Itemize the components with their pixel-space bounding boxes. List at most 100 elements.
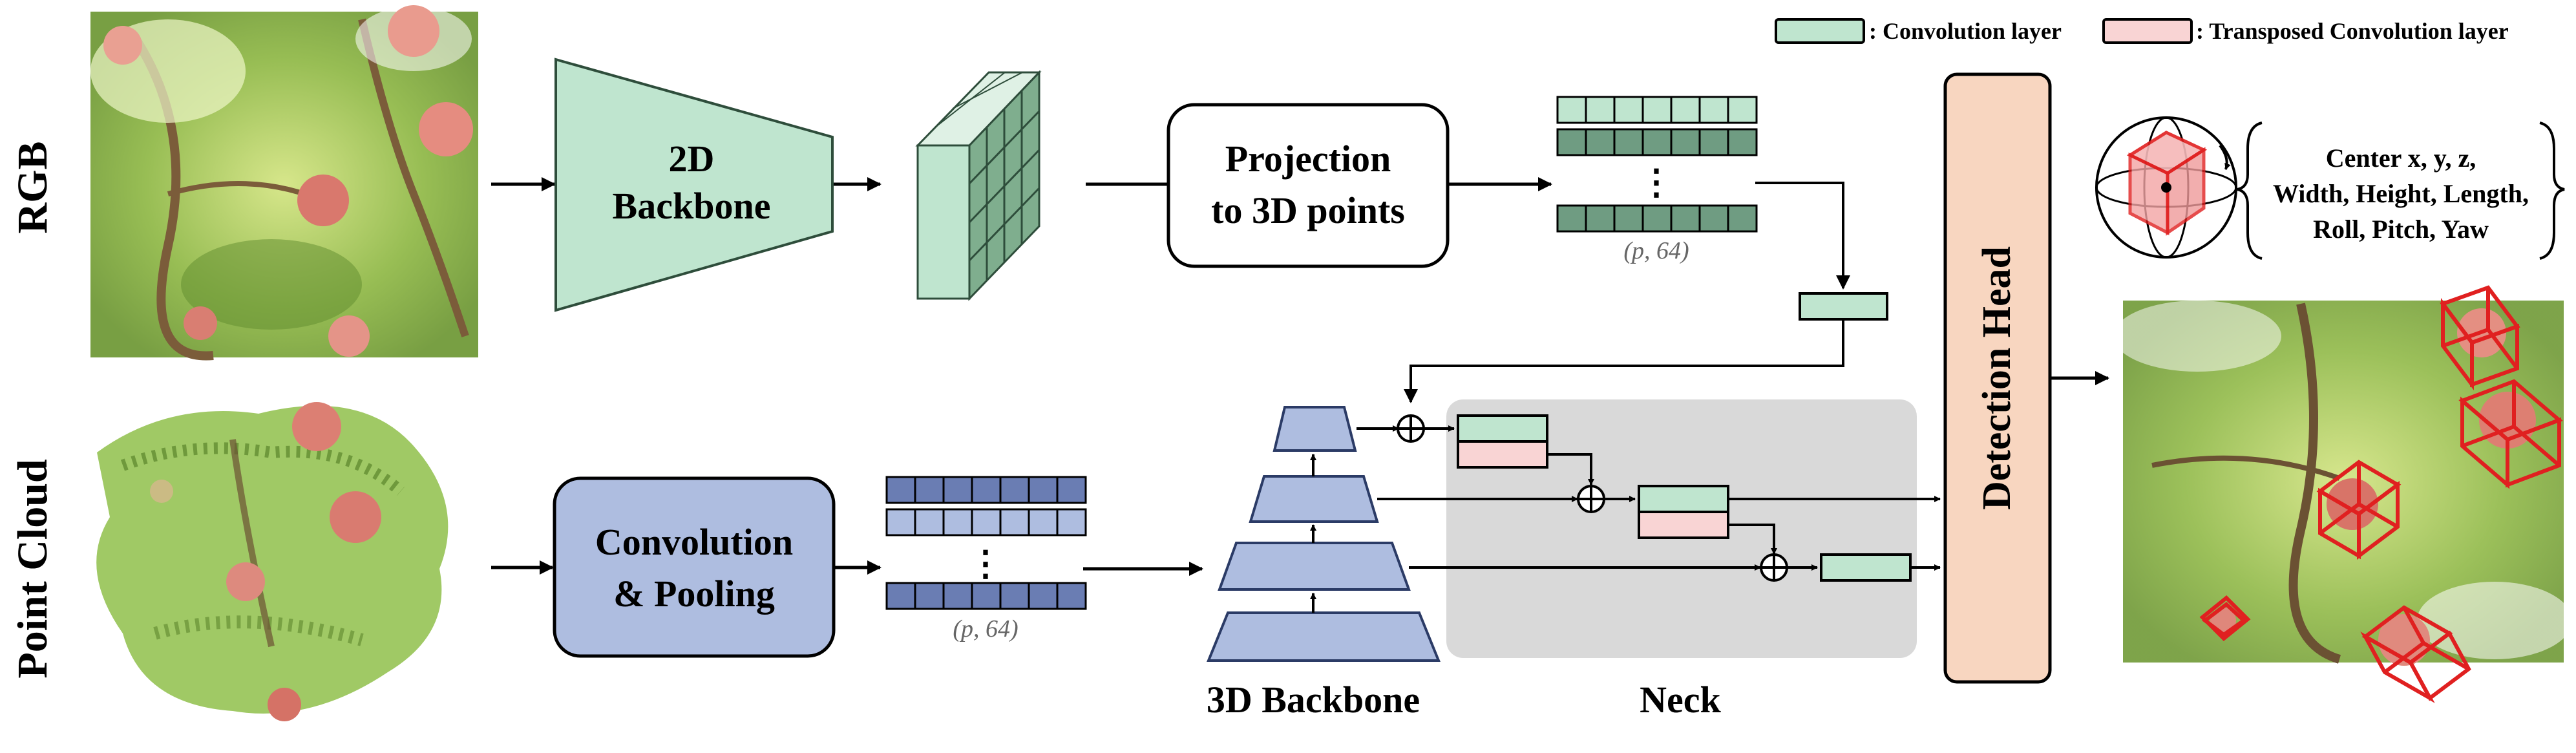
backbone-3d-stage-2 xyxy=(1218,542,1411,591)
feature-cell xyxy=(1556,128,1587,156)
feature-cell xyxy=(1670,96,1701,124)
backbone-3d-stage-4 xyxy=(1272,406,1357,452)
oriented-box-sphere-icon xyxy=(2095,116,2237,259)
feature-cell xyxy=(1056,508,1087,536)
detection-box-2 xyxy=(2458,379,2563,489)
feature-cell xyxy=(1028,582,1059,610)
feature-cell xyxy=(999,508,1030,536)
feature-cell xyxy=(1028,476,1059,504)
feature-cell xyxy=(1698,204,1729,233)
feature-cell xyxy=(942,508,973,536)
feature-cell xyxy=(1056,476,1087,504)
detection-result-image xyxy=(2113,285,2572,703)
feature-cell xyxy=(1585,128,1616,156)
feature-cell xyxy=(1613,96,1644,124)
detection-box-1 xyxy=(2440,285,2520,390)
feature-cell xyxy=(885,582,916,610)
feature-cell xyxy=(1613,204,1644,233)
rgb-row-label: RGB xyxy=(9,141,56,233)
feature-cell xyxy=(1613,128,1644,156)
feature-cell xyxy=(885,508,916,536)
output-param-line3: Roll, Pitch, Yaw xyxy=(2313,215,2489,244)
feature-cell xyxy=(885,476,916,504)
backbone-2d-label-line2: Backbone xyxy=(613,185,771,227)
output-param-line2: Width, Height, Length, xyxy=(2273,179,2529,208)
conv-pooling-label-line2: & Pooling xyxy=(613,573,775,615)
pc-feature-row-n xyxy=(885,582,1087,610)
feature-cell xyxy=(999,582,1030,610)
neck-tconv-1 xyxy=(1457,440,1548,469)
feature-cell xyxy=(942,582,973,610)
neck-conv-2 xyxy=(1638,485,1729,513)
feature-cell xyxy=(1585,96,1616,124)
neck-conv-1 xyxy=(1457,414,1548,443)
pc-feature-row-1 xyxy=(885,476,1087,504)
backbone-3d-stage-3 xyxy=(1249,475,1379,523)
legend: : Convolution layer : Transposed Convolu… xyxy=(1775,18,2509,44)
conv-pooling-block: Convolution & Pooling xyxy=(553,476,836,658)
feature-cell xyxy=(971,582,1002,610)
feature-cell xyxy=(1028,508,1059,536)
projection-block: Projection to 3D points xyxy=(1167,103,1450,268)
rgb-conv-layer xyxy=(1799,292,1888,321)
point-cloud-features: ⋮ (p, 64) xyxy=(885,476,1087,642)
backbone-2d-block: 2D Backbone xyxy=(554,58,834,312)
line-conv-to-fusion xyxy=(1404,321,1844,403)
point-cloud-input-image xyxy=(96,402,449,721)
detection-box-5 xyxy=(2360,605,2471,703)
rgb-feature-row-2 xyxy=(1556,128,1758,156)
projection-label-line2: to 3D points xyxy=(1211,189,1405,231)
fusion-node-3 xyxy=(1760,553,1788,582)
feature-cell xyxy=(1556,96,1587,124)
backbone-3d-block: 3D Backbone xyxy=(1207,406,1441,721)
fusion-node-1 xyxy=(1397,414,1425,443)
detection-head-block: Detection Head xyxy=(1943,72,2052,684)
conv-pooling-label-line1: Convolution xyxy=(595,521,793,563)
feature-cell xyxy=(1642,128,1673,156)
rgb-point-features: ⋮ (p, 64) xyxy=(1556,96,1758,264)
feature-cell xyxy=(1727,204,1758,233)
pc-features-shape-label: (p, 64) xyxy=(953,615,1018,642)
detection-box-3 xyxy=(2316,460,2402,560)
backbone-3d-label: 3D Backbone xyxy=(1207,679,1420,721)
pc-features-ellipsis: ⋮ xyxy=(968,544,1003,583)
neck-block: Neck xyxy=(1357,414,1941,721)
feature-cell xyxy=(1642,96,1673,124)
feature-cell xyxy=(914,508,945,536)
feature-cell xyxy=(971,508,1002,536)
point-cloud-row-label: Point Cloud xyxy=(9,459,56,678)
feature-cell xyxy=(1670,128,1701,156)
feature-cell xyxy=(1556,204,1587,233)
rgb-feature-map-cube xyxy=(915,70,1042,301)
rgb-input-image xyxy=(90,5,478,361)
rgb-feature-row-1 xyxy=(1556,96,1758,124)
backbone-2d-label-line1: 2D xyxy=(669,138,715,180)
detection-head-label: Detection Head xyxy=(1975,246,2019,510)
output-param-line1: Center x, y, z, xyxy=(2326,143,2476,173)
feature-cell xyxy=(1670,204,1701,233)
feature-cell xyxy=(1727,96,1758,124)
backbone-3d-stage-1 xyxy=(1207,611,1441,662)
feature-cell xyxy=(1642,204,1673,233)
feature-cell xyxy=(1698,96,1729,124)
line-rgb-features-to-conv xyxy=(1755,182,1850,290)
legend-transposed-swatch xyxy=(2102,18,2193,44)
rgb-features-shape-label: (p, 64) xyxy=(1623,237,1689,264)
detection-box-4 xyxy=(2199,595,2251,642)
rgb-features-ellipsis: ⋮ xyxy=(1639,163,1674,202)
feature-cell xyxy=(1727,128,1758,156)
legend-transposed-label: : Transposed Convolution layer xyxy=(2196,18,2509,44)
feature-cell xyxy=(914,582,945,610)
feature-cell xyxy=(942,476,973,504)
projection-label-line1: Projection xyxy=(1225,138,1391,180)
fusion-node-2 xyxy=(1577,485,1605,513)
legend-conv-label: : Convolution layer xyxy=(1869,18,2062,44)
neck-label: Neck xyxy=(1640,679,1721,721)
feature-cell xyxy=(971,476,1002,504)
legend-conv-swatch xyxy=(1775,18,1865,44)
feature-cell xyxy=(1056,582,1087,610)
output-parameters: Center x, y, z, Width, Height, Length, R… xyxy=(2237,122,2565,260)
pc-feature-row-2 xyxy=(885,508,1087,536)
